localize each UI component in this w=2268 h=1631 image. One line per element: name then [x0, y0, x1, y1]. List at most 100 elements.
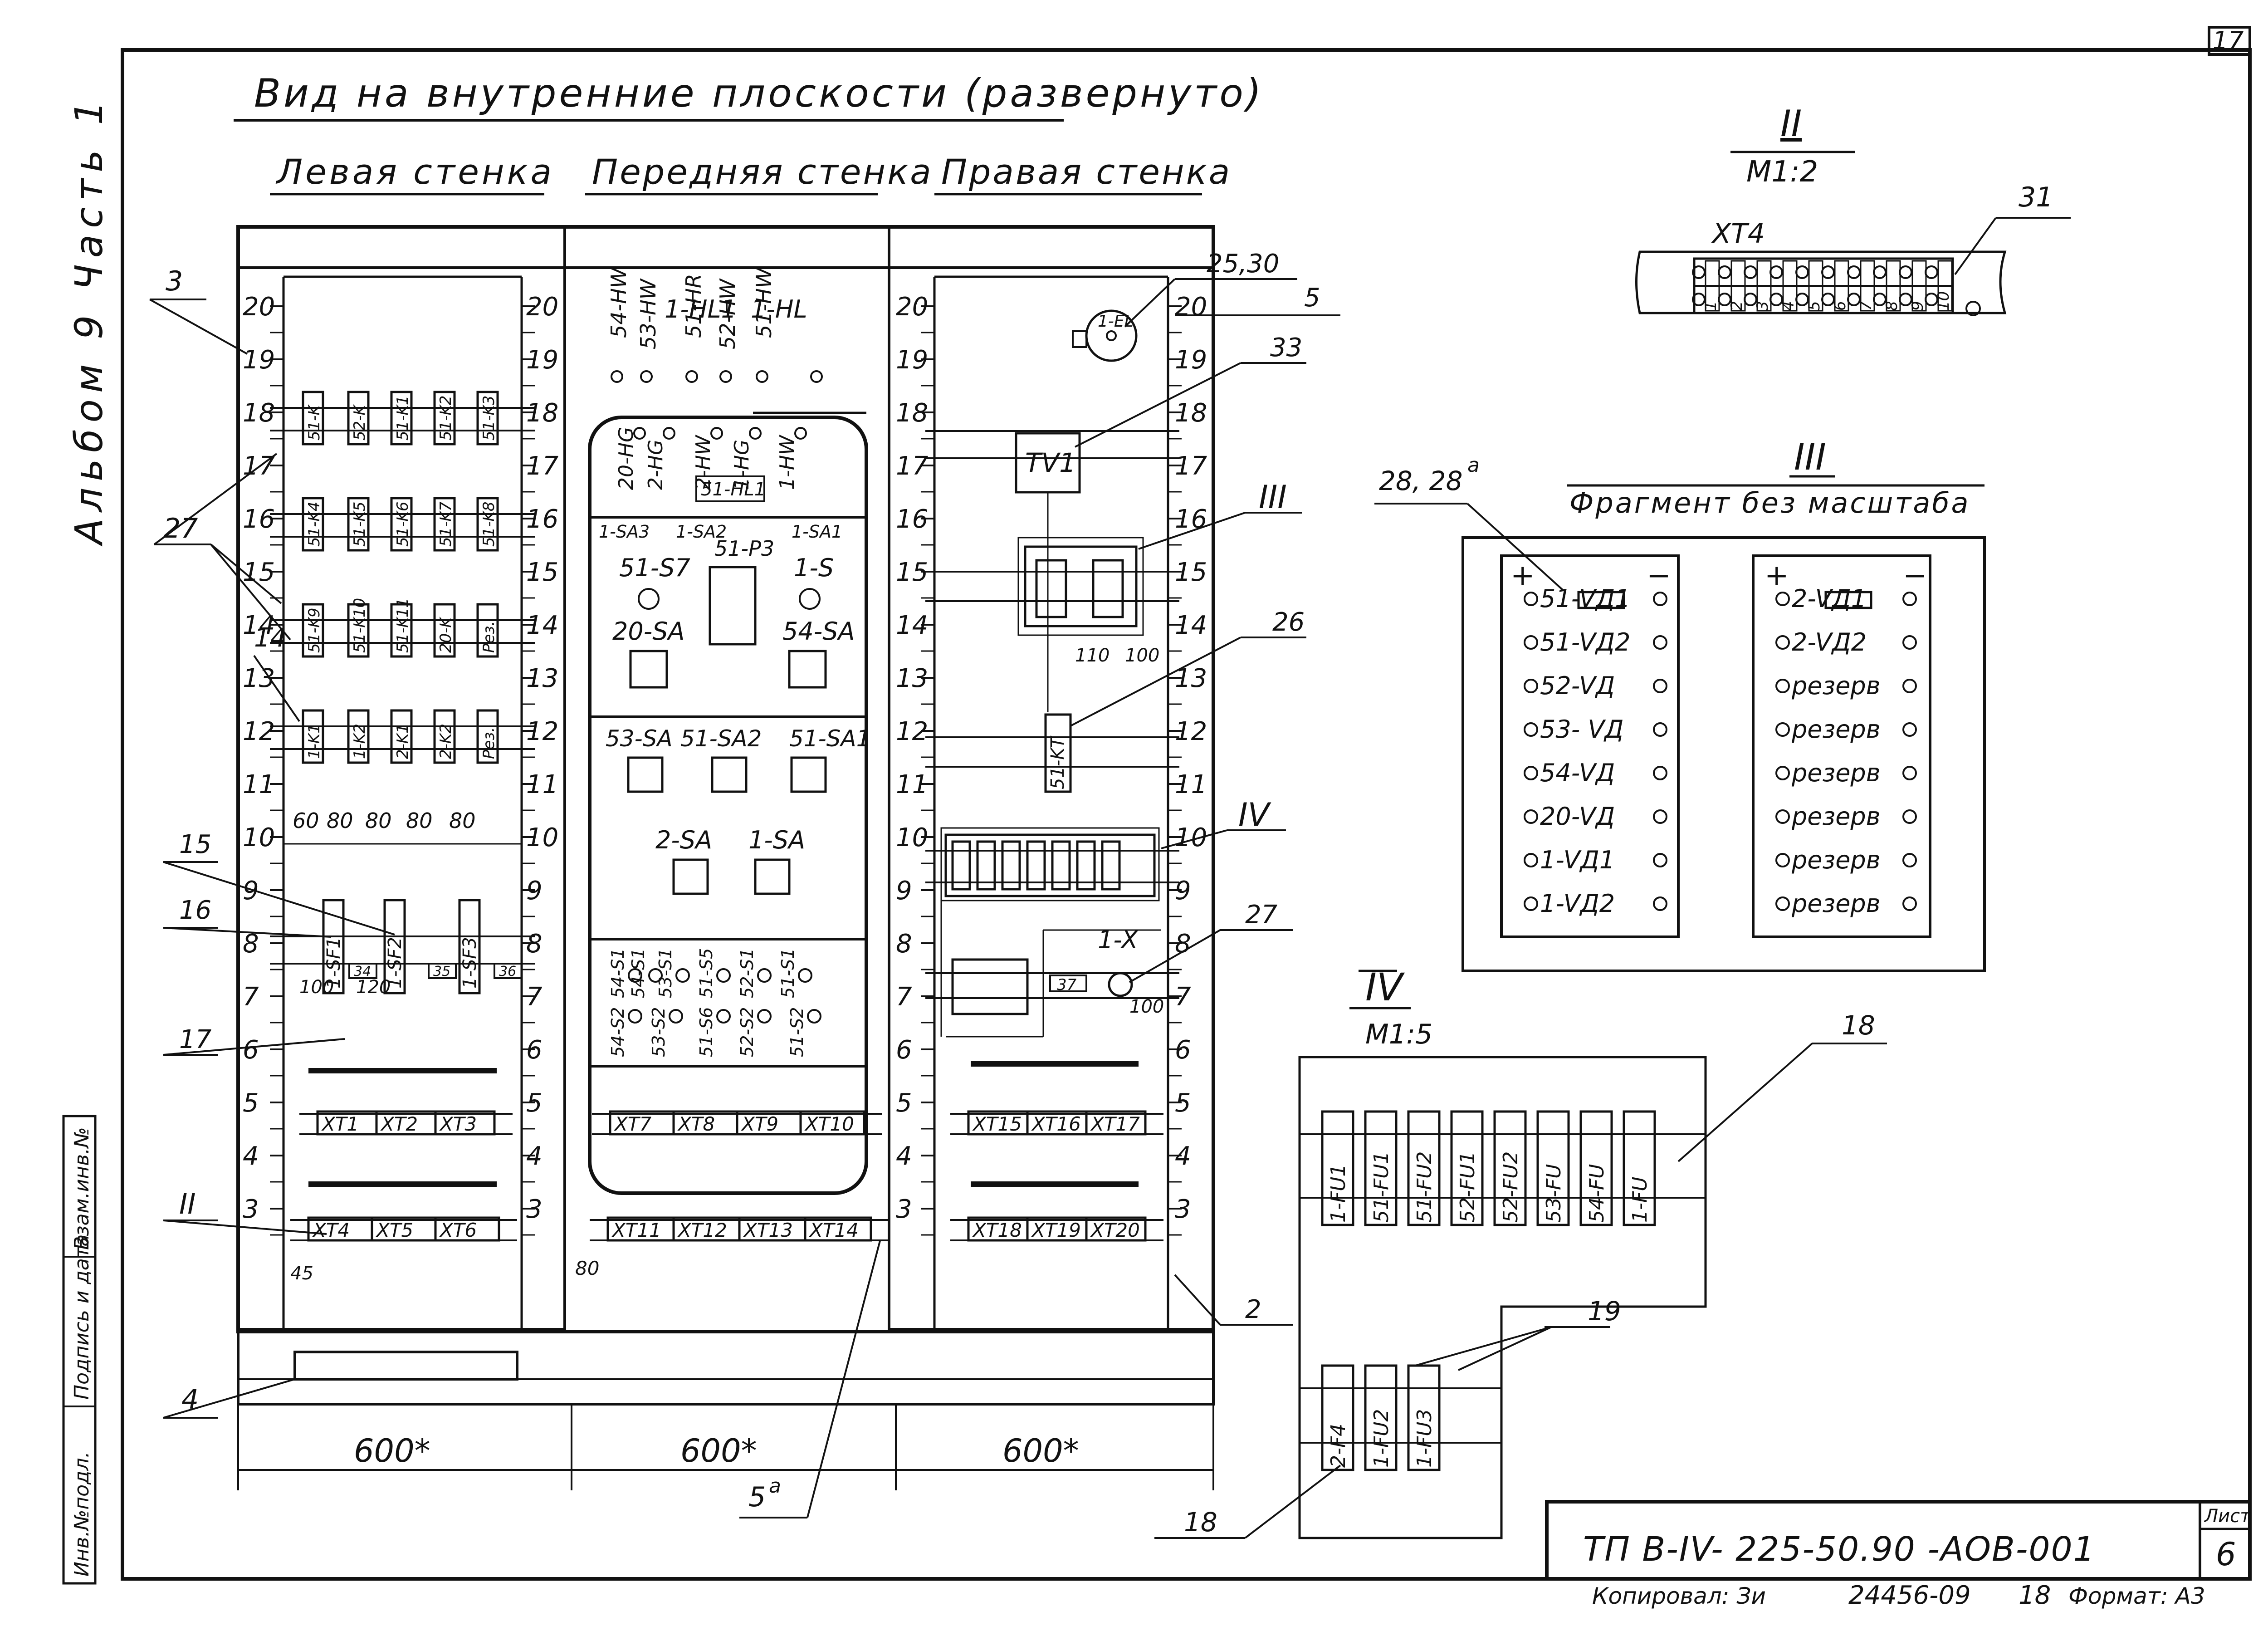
- terminal-XT17: XT17: [1090, 1113, 1140, 1135]
- diode-terminal: [1775, 809, 1790, 824]
- diode-right-резерв: резерв: [1791, 715, 1881, 744]
- right-dim-socket: 100: [1129, 996, 1164, 1017]
- bottom-dimensions: 600* 600* 600*: [237, 1404, 1214, 1490]
- diode-terminal: [1653, 853, 1667, 867]
- callout-cIV: IV: [1238, 796, 1271, 833]
- diode-terminal: [1653, 722, 1667, 737]
- lamp: [640, 370, 653, 383]
- diode-terminal: [1524, 592, 1538, 606]
- terminal-XT20: XT20: [1090, 1219, 1140, 1241]
- title-code: ТП В-IV- 225-50.90 -АОВ-001: [1583, 1530, 2096, 1569]
- scale-right-left-6: 6: [896, 1035, 912, 1065]
- terminal-hole: [1821, 265, 1835, 279]
- diode-terminal: [1775, 635, 1790, 650]
- lamp: [794, 427, 807, 440]
- button: [807, 1009, 821, 1024]
- fuse: [1450, 1110, 1484, 1226]
- terminal-XT12: XT12: [677, 1219, 727, 1241]
- button-top-51-S1: 51-S1: [778, 948, 798, 998]
- sheet-number: 17: [2213, 26, 2244, 55]
- detail-III-callout-sup: a: [1467, 454, 1480, 477]
- front-wall: 51-HL1 1-HL1 1-HL 1-SA3 1-SA2 1-SA1 51-S…: [575, 295, 870, 1279]
- relay-label-1-K2: 1-K2: [351, 724, 369, 759]
- diode-terminal: [1775, 853, 1790, 867]
- terminal-XT9: XT9: [741, 1113, 778, 1135]
- relay: [476, 603, 499, 658]
- diode-terminal: [1524, 853, 1538, 867]
- relay: [390, 497, 413, 552]
- detail-III-plus-r: +: [1765, 559, 1789, 593]
- left-wall-title: Левая стенка: [275, 152, 554, 192]
- button-top-52-S1: 52-S1: [737, 948, 757, 998]
- title-sheet-label: Лист: [2204, 1506, 2251, 1527]
- callout-c5: 5: [1304, 283, 1320, 313]
- button: [716, 1009, 731, 1024]
- callout-leader: [1124, 278, 1176, 328]
- fuse: [1321, 1110, 1354, 1226]
- callout-c17: 17: [179, 1025, 212, 1054]
- callout-leader: [210, 544, 291, 641]
- breaker-dim-120: 120: [356, 977, 391, 998]
- callout-c2: 2: [1245, 1295, 1261, 1324]
- terminal-hole: [1769, 265, 1783, 279]
- diode-terminal: [1524, 766, 1538, 780]
- right-dim-100: 100: [1125, 645, 1159, 666]
- diode-terminal: [1653, 809, 1667, 824]
- callout-leader: [1129, 929, 1221, 983]
- callout-c27a: 27: [163, 513, 198, 544]
- scale-left-12: 12: [243, 717, 275, 746]
- detail-IV-title: IV: [1365, 965, 1405, 1009]
- terminal-hole: [1925, 265, 1938, 279]
- diode-right-резерв: резерв: [1791, 671, 1881, 700]
- relay: [302, 603, 324, 658]
- button: [669, 1009, 683, 1024]
- diode-terminal: [1524, 722, 1538, 737]
- lamp: [719, 370, 732, 383]
- breaker-dim-100: 100: [299, 977, 334, 998]
- detail-IV-scale: М1:5: [1365, 1019, 1432, 1050]
- relay: [390, 603, 413, 658]
- breaker: [458, 899, 481, 994]
- diode-right-резерв: резерв: [1791, 759, 1881, 787]
- detail-II-num-5: 5: [1805, 301, 1823, 311]
- breaker-mark-34: 34: [354, 964, 371, 980]
- side-stamp: Инв.№подл. Подпись и дата Взам.инв.№: [62, 1115, 97, 1585]
- fuse: [1623, 1110, 1656, 1226]
- right-socket: [1108, 972, 1133, 997]
- button-bot-51-S6: 51-S6: [696, 1007, 716, 1057]
- relay: [347, 391, 370, 446]
- relay: [390, 709, 413, 764]
- lamp-label-52-HW: 52-HW: [715, 278, 740, 349]
- left-spacing-80b: 80: [365, 808, 392, 833]
- panel-lamp-2-HG: 2-HG: [644, 440, 667, 490]
- breaker: [322, 899, 345, 994]
- diode-left-54-VД: 54-VД: [1540, 759, 1615, 787]
- diode-terminal: [1775, 679, 1790, 693]
- right-wall: 1-EL TV1 110 100 51-KT 1-X 37 100: [889, 275, 1213, 1331]
- callout-c26: 26: [1272, 607, 1305, 637]
- relay-label-51-K3: 51-K3: [480, 396, 498, 441]
- callout-leader: [149, 299, 248, 355]
- terminal-XT16: XT16: [1031, 1113, 1081, 1135]
- breaker-label-1-SF2: 1-SF2: [385, 937, 406, 989]
- diode-right-резерв: резерв: [1791, 846, 1881, 874]
- relay-label-Рез.: Рез.: [480, 621, 498, 653]
- cabinet-outline: [236, 225, 1215, 1406]
- relay-label-51-K5: 51-K5: [351, 502, 369, 547]
- terminal-block: [434, 1110, 496, 1136]
- lamp: [611, 370, 623, 383]
- detail-IV-callout-bot: 18: [1184, 1507, 1217, 1538]
- diode-terminal: [1524, 809, 1538, 824]
- right-kt: [1044, 713, 1072, 793]
- diode-terminal: [1653, 592, 1667, 606]
- fuse-51-FU1: 51-FU1: [1370, 1151, 1393, 1223]
- diode-terminal: [1524, 896, 1538, 911]
- lamp: [685, 370, 698, 383]
- diode-right-2-VД2: 2-VД2: [1792, 628, 1867, 656]
- terminal-hole: [1795, 293, 1809, 306]
- breaker-mark-35: 35: [433, 964, 450, 980]
- diode-terminal: [1902, 592, 1917, 606]
- main-title: Вид на внутренние плоскости (развернуто): [254, 71, 1264, 116]
- lamp: [710, 427, 723, 440]
